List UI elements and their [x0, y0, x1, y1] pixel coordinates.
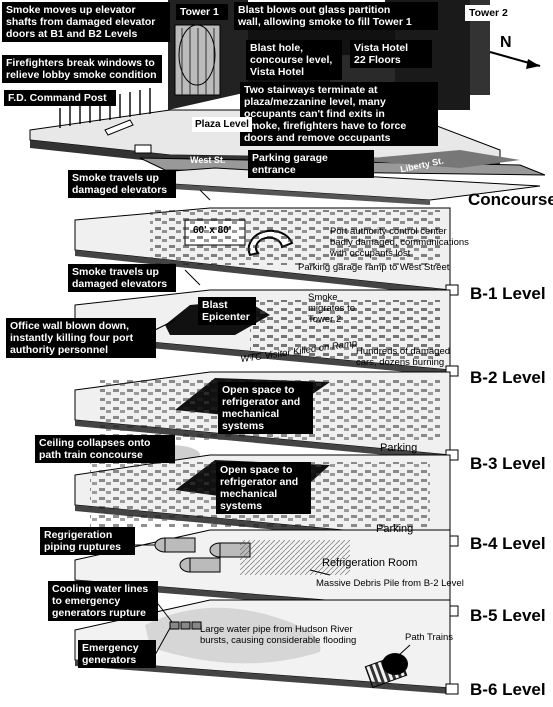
level-label-concourse: Concourse	[468, 190, 553, 209]
callout-stairways: Two stairways terminate at plaza/mezzani…	[240, 82, 438, 146]
slab-b1	[74, 207, 459, 296]
tower1-block	[168, 0, 248, 110]
level-label-b6: B-6 Level	[470, 680, 546, 699]
plaza-level-label: Plaza Level	[192, 117, 252, 132]
callout-ceiling-collapse: Ceiling collapses onto path train concou…	[35, 435, 175, 463]
debris-label: Massive Debris Pile from B-2 Level	[316, 578, 464, 589]
level-label-b3: B-3 Level	[470, 454, 546, 473]
parking-b3-label: Parking	[380, 442, 418, 454]
north-label: N	[500, 34, 512, 51]
callout-open-space-1: Open space to refrigerator and mechanica…	[218, 382, 313, 434]
callout-blast-glass: Blast blows out glass partition wall, al…	[234, 2, 438, 30]
path-train-tunnel	[364, 653, 408, 689]
path-trains-label: Path Trains	[405, 632, 454, 643]
smoke-tower2-label: Smoke migrates to Tower 2	[308, 292, 355, 325]
dimension-label: 60' x 80'	[193, 225, 232, 236]
callout-firefighters-windows: Firefighters break windows to relieve lo…	[2, 55, 162, 83]
port-authority-label: Port authority control center badly dama…	[330, 226, 469, 259]
callout-refrigeration-rupture: Regrigeration piping ruptures	[40, 527, 135, 555]
level-label-b5: B-5 Level	[470, 606, 546, 625]
callout-smoke-travels-2: Smoke travels up damaged elevators	[68, 264, 176, 292]
callout-blast-epicenter: Blast Epicenter	[198, 297, 256, 325]
level-label-b2: B-2 Level	[470, 368, 546, 387]
refrigeration-room-label: Refrigeration Room	[322, 557, 418, 569]
callout-cooling-water: Cooling water lines to emergency generat…	[48, 581, 158, 621]
callout-vista-hotel: Vista Hotel 22 Floors	[350, 40, 432, 68]
callout-smoke-elevator-shafts: Smoke moves up elevator shafts from dama…	[2, 2, 170, 42]
callout-tower2: Tower 2	[465, 5, 520, 21]
west-street-label: West St.	[190, 155, 226, 165]
callout-smoke-travels-1: Smoke travels up damaged elevators	[68, 170, 176, 198]
water-pipe-label: Large water pipe from Hudson River burst…	[200, 624, 357, 646]
callout-command-post: F.D. Command Post	[4, 90, 116, 106]
level-label-b4: B-4 Level	[470, 534, 546, 553]
callout-parking-entrance: Parking garage entrance	[248, 150, 374, 178]
north-arrow	[489, 51, 541, 69]
callout-blast-hole: Blast hole, concourse level, Vista Hotel	[246, 40, 342, 80]
slab-b2	[74, 289, 459, 377]
leader-lines	[135, 189, 411, 657]
callout-office-wall: Office wall blown down, instantly killin…	[6, 318, 156, 358]
callout-open-space-2: Open space to refrigerator and mechanica…	[216, 462, 311, 514]
callout-tower1: Tower 1	[176, 4, 228, 20]
level-label-b1: B-1 Level	[470, 284, 546, 303]
ramp-label: Parking garage ramp to West Street	[298, 262, 450, 273]
slab-b6	[74, 599, 459, 695]
parking-b4-label: Parking	[376, 523, 414, 535]
damaged-cars-label: Hundreds of damaged cars, dozens burning	[356, 346, 451, 368]
callout-emergency-generators: Emergency generators	[78, 640, 156, 668]
